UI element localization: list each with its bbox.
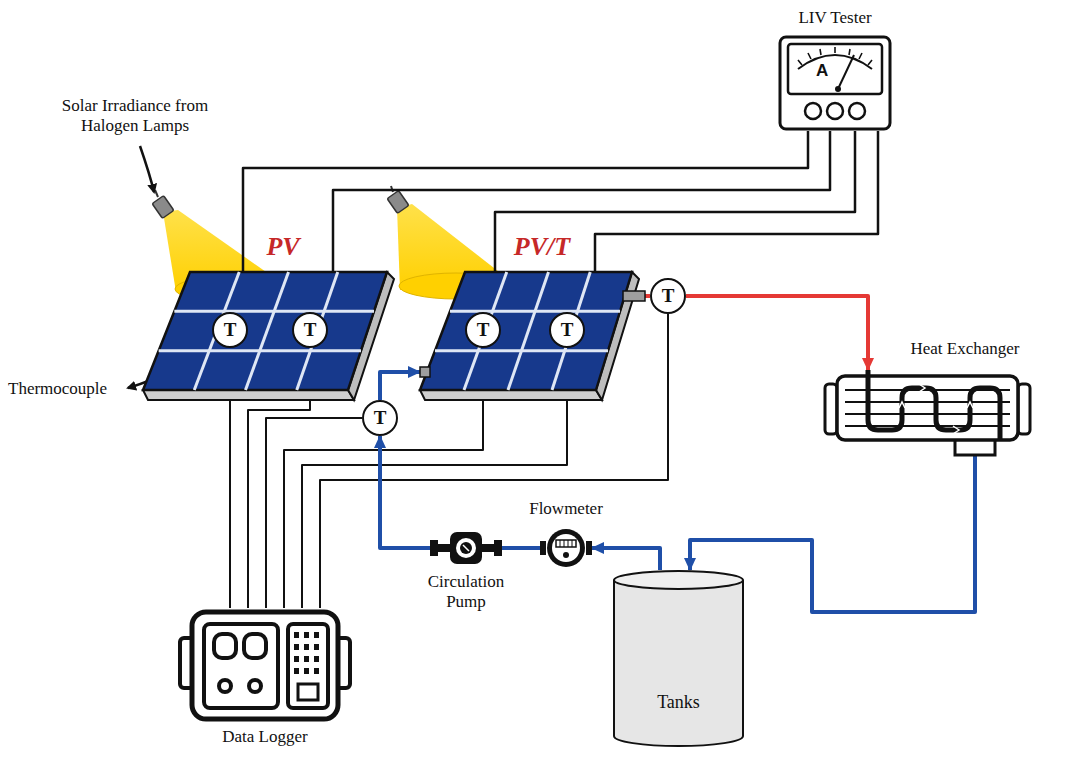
heat-exchanger: Heat Exchanger <box>815 370 1040 455</box>
node-label: T <box>374 407 387 429</box>
storage-tank-shape <box>612 570 745 748</box>
node-label: T <box>561 319 574 341</box>
water-pipe <box>592 548 660 570</box>
node-label: T <box>662 285 675 307</box>
node-label: Circulation Pump <box>416 572 516 611</box>
node-label: Flowmeter <box>529 499 603 519</box>
data-logger: Data Logger <box>180 608 350 723</box>
signal-wire <box>266 418 362 608</box>
node-label: T <box>477 319 490 341</box>
thermocouple-circle: T <box>465 312 501 348</box>
thermocouple-circle: T <box>549 312 585 348</box>
node-label: LIV Tester <box>798 8 871 28</box>
signal-wire <box>243 131 808 272</box>
pvt-panel-shape <box>420 272 645 400</box>
storage-tank: Tanks <box>612 570 745 748</box>
node-label: T <box>304 319 317 341</box>
node-label: PV <box>266 232 299 262</box>
heat-exchanger-shape <box>815 370 1040 455</box>
pv-panel: PVTT <box>143 272 393 400</box>
data-logger-shape <box>180 608 350 723</box>
node-label: Data Logger <box>222 727 307 747</box>
flowmeter: Flowmeter <box>540 528 592 568</box>
callout-arrow <box>140 146 154 192</box>
node-label: PV/T <box>514 232 570 262</box>
callout-label: Solar Irradiance from Halogen Lamps <box>35 96 235 137</box>
circulation-pump: Circulation Pump <box>430 528 502 568</box>
circulation-pump-shape <box>430 528 502 568</box>
water-pipe <box>502 546 540 550</box>
node-label: T <box>224 319 237 341</box>
flowmeter-shape <box>540 528 592 568</box>
node-label: Tanks <box>657 692 700 713</box>
signal-wire <box>495 131 855 272</box>
unit-symbol: A <box>816 61 828 81</box>
signal-wire <box>333 131 830 272</box>
water-pipe <box>380 372 420 400</box>
water-pipe <box>686 296 868 370</box>
thermocouple-circle: T <box>292 312 328 348</box>
node-label: Heat Exchanger <box>910 339 1019 359</box>
signal-wire <box>595 131 878 272</box>
water-pipe <box>380 436 430 548</box>
pv-panel-shape <box>143 272 393 400</box>
thermocouple-circle: T <box>650 278 686 314</box>
thermocouple-circle: T <box>362 400 398 436</box>
pvt-panel: PV/TTT <box>420 272 645 400</box>
callout-label: Thermocouple <box>8 379 107 399</box>
liv-tester: LIV TesterA <box>778 35 892 131</box>
liv-tester-shape <box>778 35 892 131</box>
thermocouple-circle: T <box>212 312 248 348</box>
